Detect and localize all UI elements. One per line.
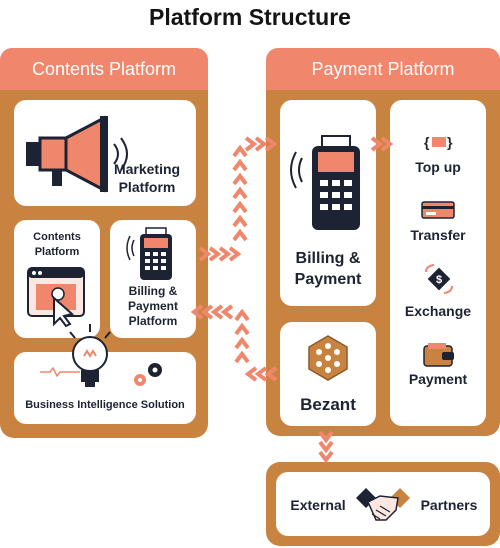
service-label-transfer: Transfer: [410, 227, 466, 243]
svg-text:}: }: [447, 134, 453, 150]
marketing-platform-label: Marketing Platform: [113, 161, 181, 195]
bezant-card: Bezant: [280, 322, 376, 426]
payment-platform-header: Payment Platform: [266, 48, 500, 90]
service-label-payment: Payment: [408, 371, 468, 387]
arrow-to-services: [370, 136, 394, 152]
wallet-icon: [423, 343, 454, 367]
marketing-platform-card: Marketing Platform: [14, 100, 196, 206]
exchange-icon: $: [425, 264, 453, 294]
bezant-label: Bezant: [300, 395, 356, 414]
partners-label: Partners: [420, 497, 478, 513]
billing-payment-platform-card: Billing & Payment Platform: [110, 220, 196, 338]
pulse-line-decoration: [40, 366, 80, 378]
contents-platform-card: Contents Platform: [14, 220, 100, 338]
contents-platform-header: Contents Platform: [0, 48, 208, 90]
billing-payment-label: Billing & Payment: [294, 250, 362, 288]
arrow-to-payment-platform: [198, 136, 278, 262]
svg-text:$: $: [436, 274, 442, 286]
card-transfer-icon: [421, 201, 455, 219]
lightbulb-icon: [69, 324, 111, 387]
billing-payment-platform-label: Billing & Payment Platform: [127, 284, 179, 328]
arrow-to-contents-platform: [190, 304, 278, 382]
handshake-icon: [356, 488, 410, 521]
diagram-title: Platform Structure: [149, 4, 351, 30]
service-label-exchange: Exchange: [404, 303, 472, 319]
arrow-to-external-partners: [318, 430, 334, 464]
gears-icon: [134, 363, 162, 386]
external-label: External: [290, 497, 346, 513]
billing-payment-card: Billing & Payment: [280, 100, 376, 306]
contents-platform-label: Contents Platform: [33, 231, 81, 258]
service-label-top-up: Top up: [415, 159, 461, 175]
svg-text:{: {: [424, 134, 430, 150]
business-intelligence-card: Business Intelligence Solution: [14, 352, 196, 424]
services-card: { } Top up Transfer $ Exchange Payment: [390, 100, 486, 426]
battery-topup-icon: { }: [424, 134, 453, 150]
bezant-logo-icon: [308, 335, 348, 381]
business-intelligence-label: Business Intelligence Solution: [25, 399, 185, 411]
megaphone-icon: [26, 115, 128, 193]
web-content-icon: [27, 267, 85, 328]
pos-terminal-icon: [126, 227, 172, 280]
card-terminal-icon: [290, 135, 360, 230]
